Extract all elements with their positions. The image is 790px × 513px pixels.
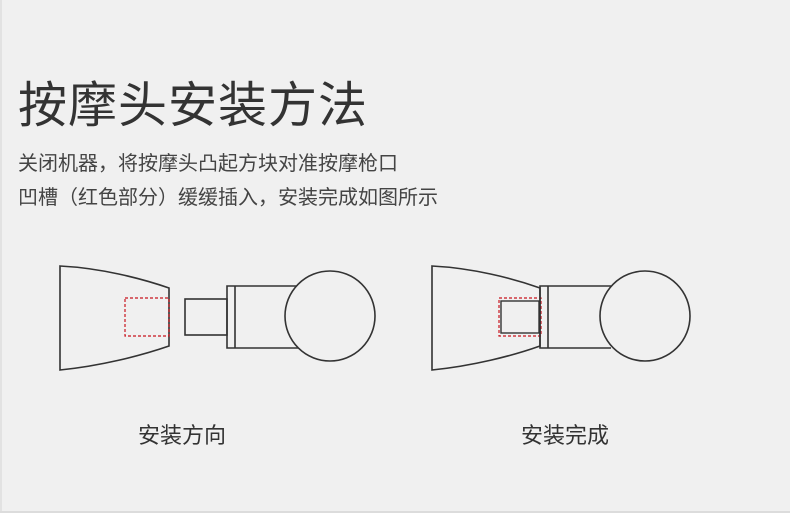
left-border <box>0 0 2 513</box>
head-connector <box>547 285 611 349</box>
socket-groove-highlight <box>124 297 170 337</box>
instruction-line-1: 关闭机器，将按摩头凸起方块对准按摩枪口 <box>18 151 398 175</box>
gun-barrel <box>431 265 541 371</box>
head-square-peg <box>184 298 228 336</box>
gun-barrel <box>59 265 170 371</box>
caption-install-direction: 安装方向 <box>138 424 227 449</box>
socket-groove-highlight <box>498 297 542 337</box>
installation-instructions: 关闭机器，将按摩头凸起方块对准按摩枪口 凹槽（红色部分）缓缓插入，安装完成如图所… <box>18 146 438 214</box>
caption-install-complete: 安装完成 <box>521 424 610 449</box>
massage-ball-head <box>284 270 376 362</box>
massage-ball-head <box>599 270 691 362</box>
head-connector <box>234 285 300 349</box>
head-square-peg <box>500 300 540 334</box>
page-title: 按摩头安装方法 <box>18 77 369 134</box>
install-direction-diagram <box>55 258 385 378</box>
install-complete-diagram <box>426 258 756 378</box>
bottom-border <box>0 511 790 513</box>
instruction-line-2: 凹槽（红色部分）缓缓插入，安装完成如图所示 <box>18 185 438 209</box>
head-neck <box>539 285 548 349</box>
head-neck <box>226 285 235 349</box>
